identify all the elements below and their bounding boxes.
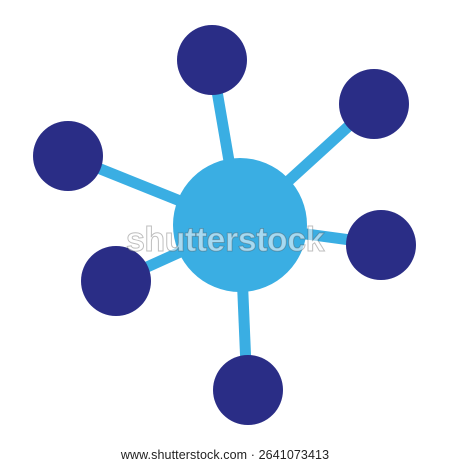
node-top — [177, 25, 247, 95]
node-top-right — [339, 69, 409, 139]
network-hub-icon — [33, 25, 416, 425]
outer-nodes — [33, 25, 416, 425]
node-left — [33, 121, 103, 191]
node-bottom-left — [81, 246, 151, 316]
footer-bar: www.shutterstock.com · 2641073413 — [0, 440, 450, 470]
node-right — [346, 210, 416, 280]
node-bottom — [213, 355, 283, 425]
footer-credit: www.shutterstock.com · 2641073413 — [120, 448, 330, 462]
hub-circle — [173, 158, 307, 292]
